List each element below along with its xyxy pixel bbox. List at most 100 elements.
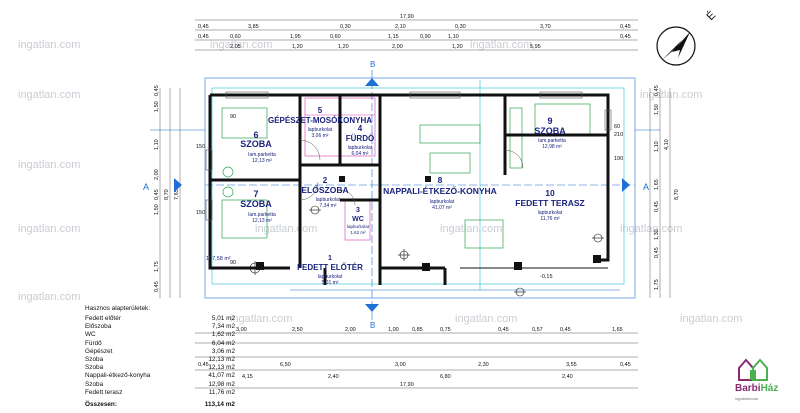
dim-small: 90 — [230, 260, 236, 266]
dim-label: 2,00 — [392, 44, 403, 50]
dim-small: 150 — [196, 144, 205, 150]
room-number: 10 — [545, 188, 555, 198]
logo: BarbiHáz ingatlaniroda — [735, 356, 797, 408]
room-furdo: 4 FÜRDŐ lapburkolat 6,04 m² — [346, 124, 374, 157]
area-row: Fedett előtér 5,01 m2 — [85, 315, 235, 323]
dimension-texts: 17,90 0,45 3,85 0,30 2,10 0,30 3,70 0,45… — [154, 14, 680, 388]
dim-label: 0,45 — [620, 24, 631, 30]
dim-label: 0,30 — [455, 24, 466, 30]
section-a-arrow-icon — [174, 178, 182, 192]
room-szoba-9: 9 SZOBA lam.parketta 12,98 m² — [534, 116, 566, 150]
dim-label: 1,00 — [388, 327, 399, 333]
room-area: 3,06 m² — [312, 133, 329, 139]
dim-label: 0,90 — [420, 34, 431, 40]
room-szoba-6: 6 SZOBA lam.parketta 12,13 m² — [240, 130, 276, 164]
dim-label: 0,45 — [198, 34, 209, 40]
dim-label: 1,65 — [612, 327, 623, 333]
site-lines — [150, 70, 660, 320]
area-name: Fedett előtér — [85, 315, 121, 322]
area-total: Összesen:113,14 m2 — [85, 401, 235, 408]
window-marks — [205, 91, 612, 221]
room-name: SZOBA — [534, 126, 566, 136]
dim-label: 0,60 — [230, 34, 241, 40]
dim-label: 4,15 — [242, 374, 253, 380]
dim-label: 3,70 — [540, 24, 551, 30]
area-name: Gépészet — [85, 347, 113, 355]
dim-label: 8,70 — [674, 189, 680, 200]
room-area: 7,34 m² — [320, 203, 337, 209]
section-b-arrow-icon — [365, 78, 379, 86]
section-b-arrow-icon — [365, 304, 379, 312]
watermark: ingatlan.com — [18, 223, 80, 235]
walls — [208, 93, 610, 285]
section-a-arrow-icon — [622, 178, 630, 192]
watermark: ingatlan.com — [18, 159, 80, 171]
dim-label: 1,30 — [654, 229, 660, 240]
logo-tagline: ingatlaniroda — [735, 396, 758, 401]
watermark: ingatlan.com — [470, 39, 532, 51]
dim-label: 0,60 — [330, 34, 341, 40]
dim-label: 3,85 — [248, 24, 259, 30]
dim-bottom-total: 17,90 — [400, 382, 414, 388]
dim-label: 1,10 — [654, 141, 660, 152]
room-name: SZOBA — [240, 199, 272, 209]
room-nappali: 8 NAPPALI-ÉTKEZŐ-KONYHA lapburkolat 41,0… — [383, 175, 497, 211]
section-markers: A A B B — [143, 60, 649, 330]
north-arrow-icon — [672, 32, 690, 58]
room-floor: lam.parketta — [248, 212, 276, 218]
dim-label: 1,95 — [290, 34, 301, 40]
dimension-lines — [159, 19, 671, 389]
room-floor: lapburkolat — [318, 274, 343, 280]
room-eloszoba: 2 ELŐSZOBA lapburkolat 7,34 m² — [301, 176, 348, 209]
section-a-label: A — [643, 182, 649, 192]
area-name: Szoba — [85, 380, 104, 388]
area-total-value: 113,14 m2 — [204, 401, 235, 409]
house-logo-icon — [738, 358, 768, 381]
level-markers — [248, 205, 604, 297]
area-value: 12,13 m2 — [208, 364, 235, 372]
dim-label: 0,75 — [440, 327, 451, 333]
room-number: 2 — [323, 176, 328, 185]
dim-label: 0,45 — [498, 327, 509, 333]
dim-small: 210 — [614, 132, 623, 138]
room-area: 12,13 m² — [252, 158, 272, 164]
watermark: ingatlan.com — [230, 313, 292, 325]
dim-label: 2,50 — [292, 327, 303, 333]
dim-label: 5,95 — [530, 44, 541, 50]
dim-label: 0,45 — [620, 34, 631, 40]
room-floor: lapburkolat — [308, 127, 333, 133]
dim-small: 60 — [614, 124, 620, 130]
room-fedett-terasz: 10 FEDETT TERASZ lapburkolat 11,76 m² — [515, 188, 584, 222]
dim-label: 3,00 — [236, 327, 247, 333]
room-area: 12,13 m² — [252, 218, 272, 224]
area-value: 5,01 m2 — [211, 315, 235, 322]
dim-small: 190 — [614, 156, 623, 162]
room-name: ELŐSZOBA — [301, 184, 348, 195]
dim-label: 0,45 — [654, 201, 660, 212]
dim-label: 0,45 — [560, 327, 571, 333]
watermark-layer: ingatlan.com ingatlan.com ingatlan.com i… — [18, 39, 742, 325]
dim-label: 1,65 — [654, 179, 660, 190]
spot-level: -0,15 — [540, 274, 553, 280]
room-number: 3 — [356, 207, 360, 214]
area-name: Fürdő — [85, 339, 102, 347]
room-area: 11,76 m² — [540, 216, 560, 222]
room-area: 6,04 m² — [352, 151, 369, 157]
dim-label: 0,45 — [154, 85, 160, 96]
green-furniture — [221, 103, 591, 249]
dim-label: 1,20 — [292, 44, 303, 50]
dim-label: 0,45 — [654, 85, 660, 96]
area-name: Nappali-étkező-konyha — [85, 372, 151, 380]
dim-label: 1,75 — [154, 261, 160, 272]
room-szoba-7: 7 SZOBA lam.parketta 12,13 m² — [240, 189, 276, 224]
room-name: FEDETT ELŐTÉR — [297, 263, 363, 272]
section-b-label: B — [370, 60, 375, 69]
area-name: Szoba — [85, 364, 104, 372]
dim-label: 0,30 — [340, 24, 351, 30]
